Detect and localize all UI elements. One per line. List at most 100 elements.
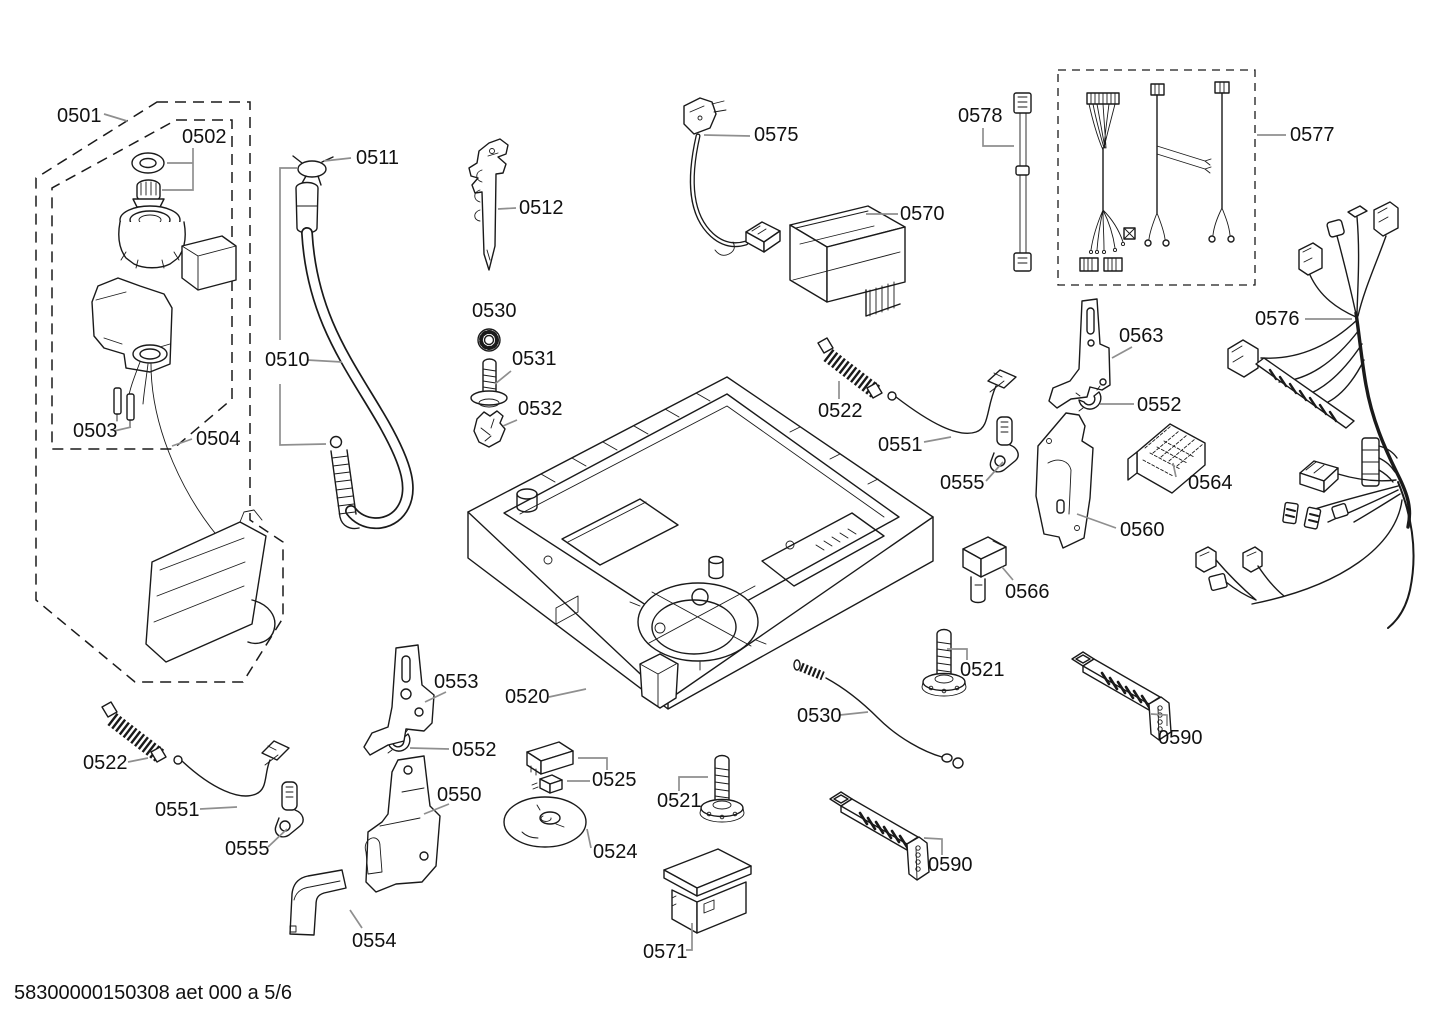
leader-line-0575 (703, 134, 751, 137)
leader-line-0555 (267, 828, 288, 848)
aquastop-dashed-outline (35, 101, 284, 683)
part-0590-rail-right (1070, 650, 1173, 742)
leader-line-0504 (171, 438, 193, 447)
part-label-0552: 0552 (452, 739, 497, 761)
part-0532-grommet (473, 410, 506, 448)
part-label-0577: 0577 (1290, 124, 1335, 146)
leader-line-0511 (323, 157, 352, 162)
part-0563-bracket (1048, 298, 1111, 409)
part-label-0590: 0590 (1158, 727, 1203, 749)
part-0560-bracket (1035, 412, 1094, 549)
part-label-0571: 0571 (643, 941, 688, 963)
leader-line-0520 (548, 688, 587, 698)
part-0576-wiring-harness (1195, 201, 1415, 629)
leader-line-0590 (1150, 713, 1168, 726)
part-0530-cable (793, 659, 964, 769)
leader-line-0510 (279, 384, 327, 446)
part-label-0520: 0520 (505, 686, 550, 708)
leader-line-0553 (424, 691, 447, 703)
part-0555-lever-left (274, 781, 304, 838)
part-0590-rail-bottom (828, 790, 931, 882)
part-label-0576: 0576 (1255, 308, 1300, 330)
part-label-0521: 0521 (960, 659, 1005, 681)
part-label-0551: 0551 (878, 434, 923, 456)
leader-line-0521 (947, 648, 968, 660)
leader-line-0521 (678, 776, 708, 791)
leader-line-0555 (985, 461, 1004, 482)
leader-line-0510 (306, 359, 343, 363)
part-label-0510: 0510 (265, 349, 310, 371)
part-0520-base-frame (467, 376, 934, 710)
part-0531-screw (470, 358, 508, 408)
part-label-0552: 0552 (1137, 394, 1182, 416)
leader-line-0564 (1172, 462, 1177, 478)
part-0551-cable-right (887, 369, 1017, 434)
leader-line-0510 (279, 167, 297, 340)
leader-line-0578 (982, 128, 1014, 147)
part-0525-switch (526, 741, 574, 794)
part-label-0501: 0501 (57, 105, 102, 127)
harness-kit-dashed-box (1057, 69, 1256, 286)
part-0554-bracket (289, 869, 347, 936)
leader-line-0563 (1111, 346, 1133, 359)
part-0566-valve (962, 536, 1007, 604)
part-0575-power-cord (683, 97, 781, 256)
part-label-0524: 0524 (593, 841, 638, 863)
leader-line-0502 (162, 148, 194, 191)
part-0570-control-module (789, 205, 906, 317)
part-label-0570: 0570 (900, 203, 945, 225)
part-0550-bracket (364, 755, 441, 893)
leader-line-0530 (839, 711, 869, 716)
part-label-0530: 0530 (472, 300, 517, 322)
leader-line-0590 (923, 837, 943, 855)
part-label-0578: 0578 (958, 105, 1003, 127)
part-label-0504: 0504 (196, 428, 241, 450)
part-0524-disc (503, 796, 587, 848)
leader-line-0552 (409, 747, 450, 750)
part-label-0532: 0532 (518, 398, 563, 420)
part-label-0502: 0502 (182, 126, 227, 148)
part-0501-aquastop-valve (91, 205, 237, 546)
leader-line-0551 (199, 806, 238, 810)
leader-line-0566 (1001, 566, 1014, 581)
part-label-0522: 0522 (818, 400, 863, 422)
part-0521-screw-left (699, 754, 745, 823)
leader-line-0554 (349, 909, 363, 929)
part-label-0590: 0590 (928, 854, 973, 876)
part-0502-washer-nut (131, 152, 165, 208)
leader-line-0532 (502, 419, 518, 427)
part-label-0503: 0503 (73, 420, 118, 442)
document-number: 58300000150308 aet 000 a 5/6 (14, 982, 293, 1004)
leader-line-0560 (1076, 513, 1117, 529)
leader-line-0525 (578, 757, 608, 770)
part-0510-drain-hose (295, 181, 414, 530)
part-0578-cable (1013, 92, 1032, 272)
part-0501-inlet-assembly (145, 509, 276, 663)
part-label-0575: 0575 (754, 124, 799, 146)
part-label-0564: 0564 (1188, 472, 1233, 494)
part-0503-pins (113, 387, 135, 428)
part-label-0530: 0530 (797, 705, 842, 727)
part-label-0522: 0522 (83, 752, 128, 774)
part-label-0553: 0553 (434, 671, 479, 693)
part-label-0550: 0550 (437, 784, 482, 806)
part-0564-insert (1127, 423, 1206, 494)
part-0577-harness-kit (1079, 81, 1235, 272)
part-0571-float-switch (663, 848, 752, 934)
part-label-0563: 0563 (1119, 325, 1164, 347)
leader-line-0524 (586, 828, 592, 849)
part-label-0512: 0512 (519, 197, 564, 219)
part-label-0566: 0566 (1005, 581, 1050, 603)
leader-line-0503 (113, 426, 132, 432)
part-label-0560: 0560 (1120, 519, 1165, 541)
leader-line-0531 (494, 370, 512, 385)
part-0512-mounting-rail (468, 138, 509, 271)
part-0551-cable-left (173, 740, 290, 797)
part-0555-lever-right (989, 416, 1019, 473)
part-label-0555: 0555 (940, 472, 985, 494)
part-label-0551: 0551 (155, 799, 200, 821)
leader-line-0512 (497, 207, 517, 210)
part-0522-spring-right (818, 338, 882, 398)
